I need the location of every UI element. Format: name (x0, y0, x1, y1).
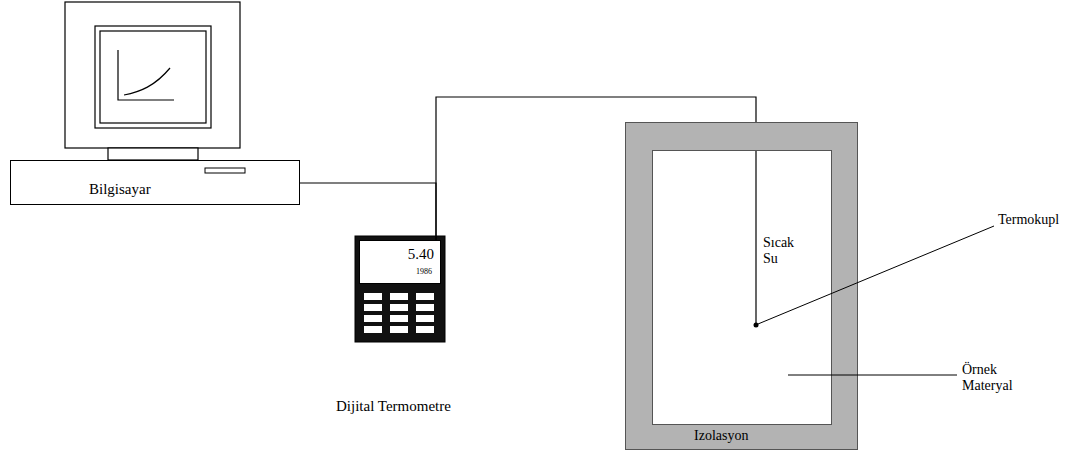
node-text: Bilgisayar (89, 181, 151, 198)
keypad-key (390, 315, 408, 322)
thermocouple-tip (754, 323, 759, 328)
keypad-key (416, 326, 434, 333)
keypad-key (364, 293, 382, 300)
drive-slot (205, 168, 245, 173)
hot-water-region: Sıcak Su (652, 150, 832, 425)
node-text: 5.40 (408, 246, 434, 263)
callout-label: Örnek Materyal (962, 362, 1042, 394)
keypad-key (364, 326, 382, 333)
thermometer-display: 5.40 1986 (359, 240, 441, 284)
leader-line (788, 375, 957, 376)
thermocouple-wire (755, 151, 756, 325)
keypad-key (416, 315, 434, 322)
keypad-key (416, 304, 434, 311)
thermometer-body (355, 236, 445, 342)
keypad-key (364, 304, 382, 311)
keypad-key (390, 326, 408, 333)
node-text: Sıcak Su (763, 235, 797, 267)
node-text: Izolasyon (694, 428, 748, 444)
computer-base: Bilgisayar (10, 160, 300, 205)
keypad-key (364, 315, 382, 322)
insulation-container: Izolasyon Sıcak Su (625, 122, 858, 450)
callout-label: Dijital Termometre (336, 398, 451, 415)
keypad-key (390, 304, 408, 311)
signal-wire (300, 183, 436, 240)
keypad-key (390, 293, 408, 300)
computer-monitor (65, 2, 240, 160)
node-text: 1986 (416, 267, 432, 276)
keypad-key (416, 293, 434, 300)
callout-label: Termokupl (998, 212, 1059, 228)
